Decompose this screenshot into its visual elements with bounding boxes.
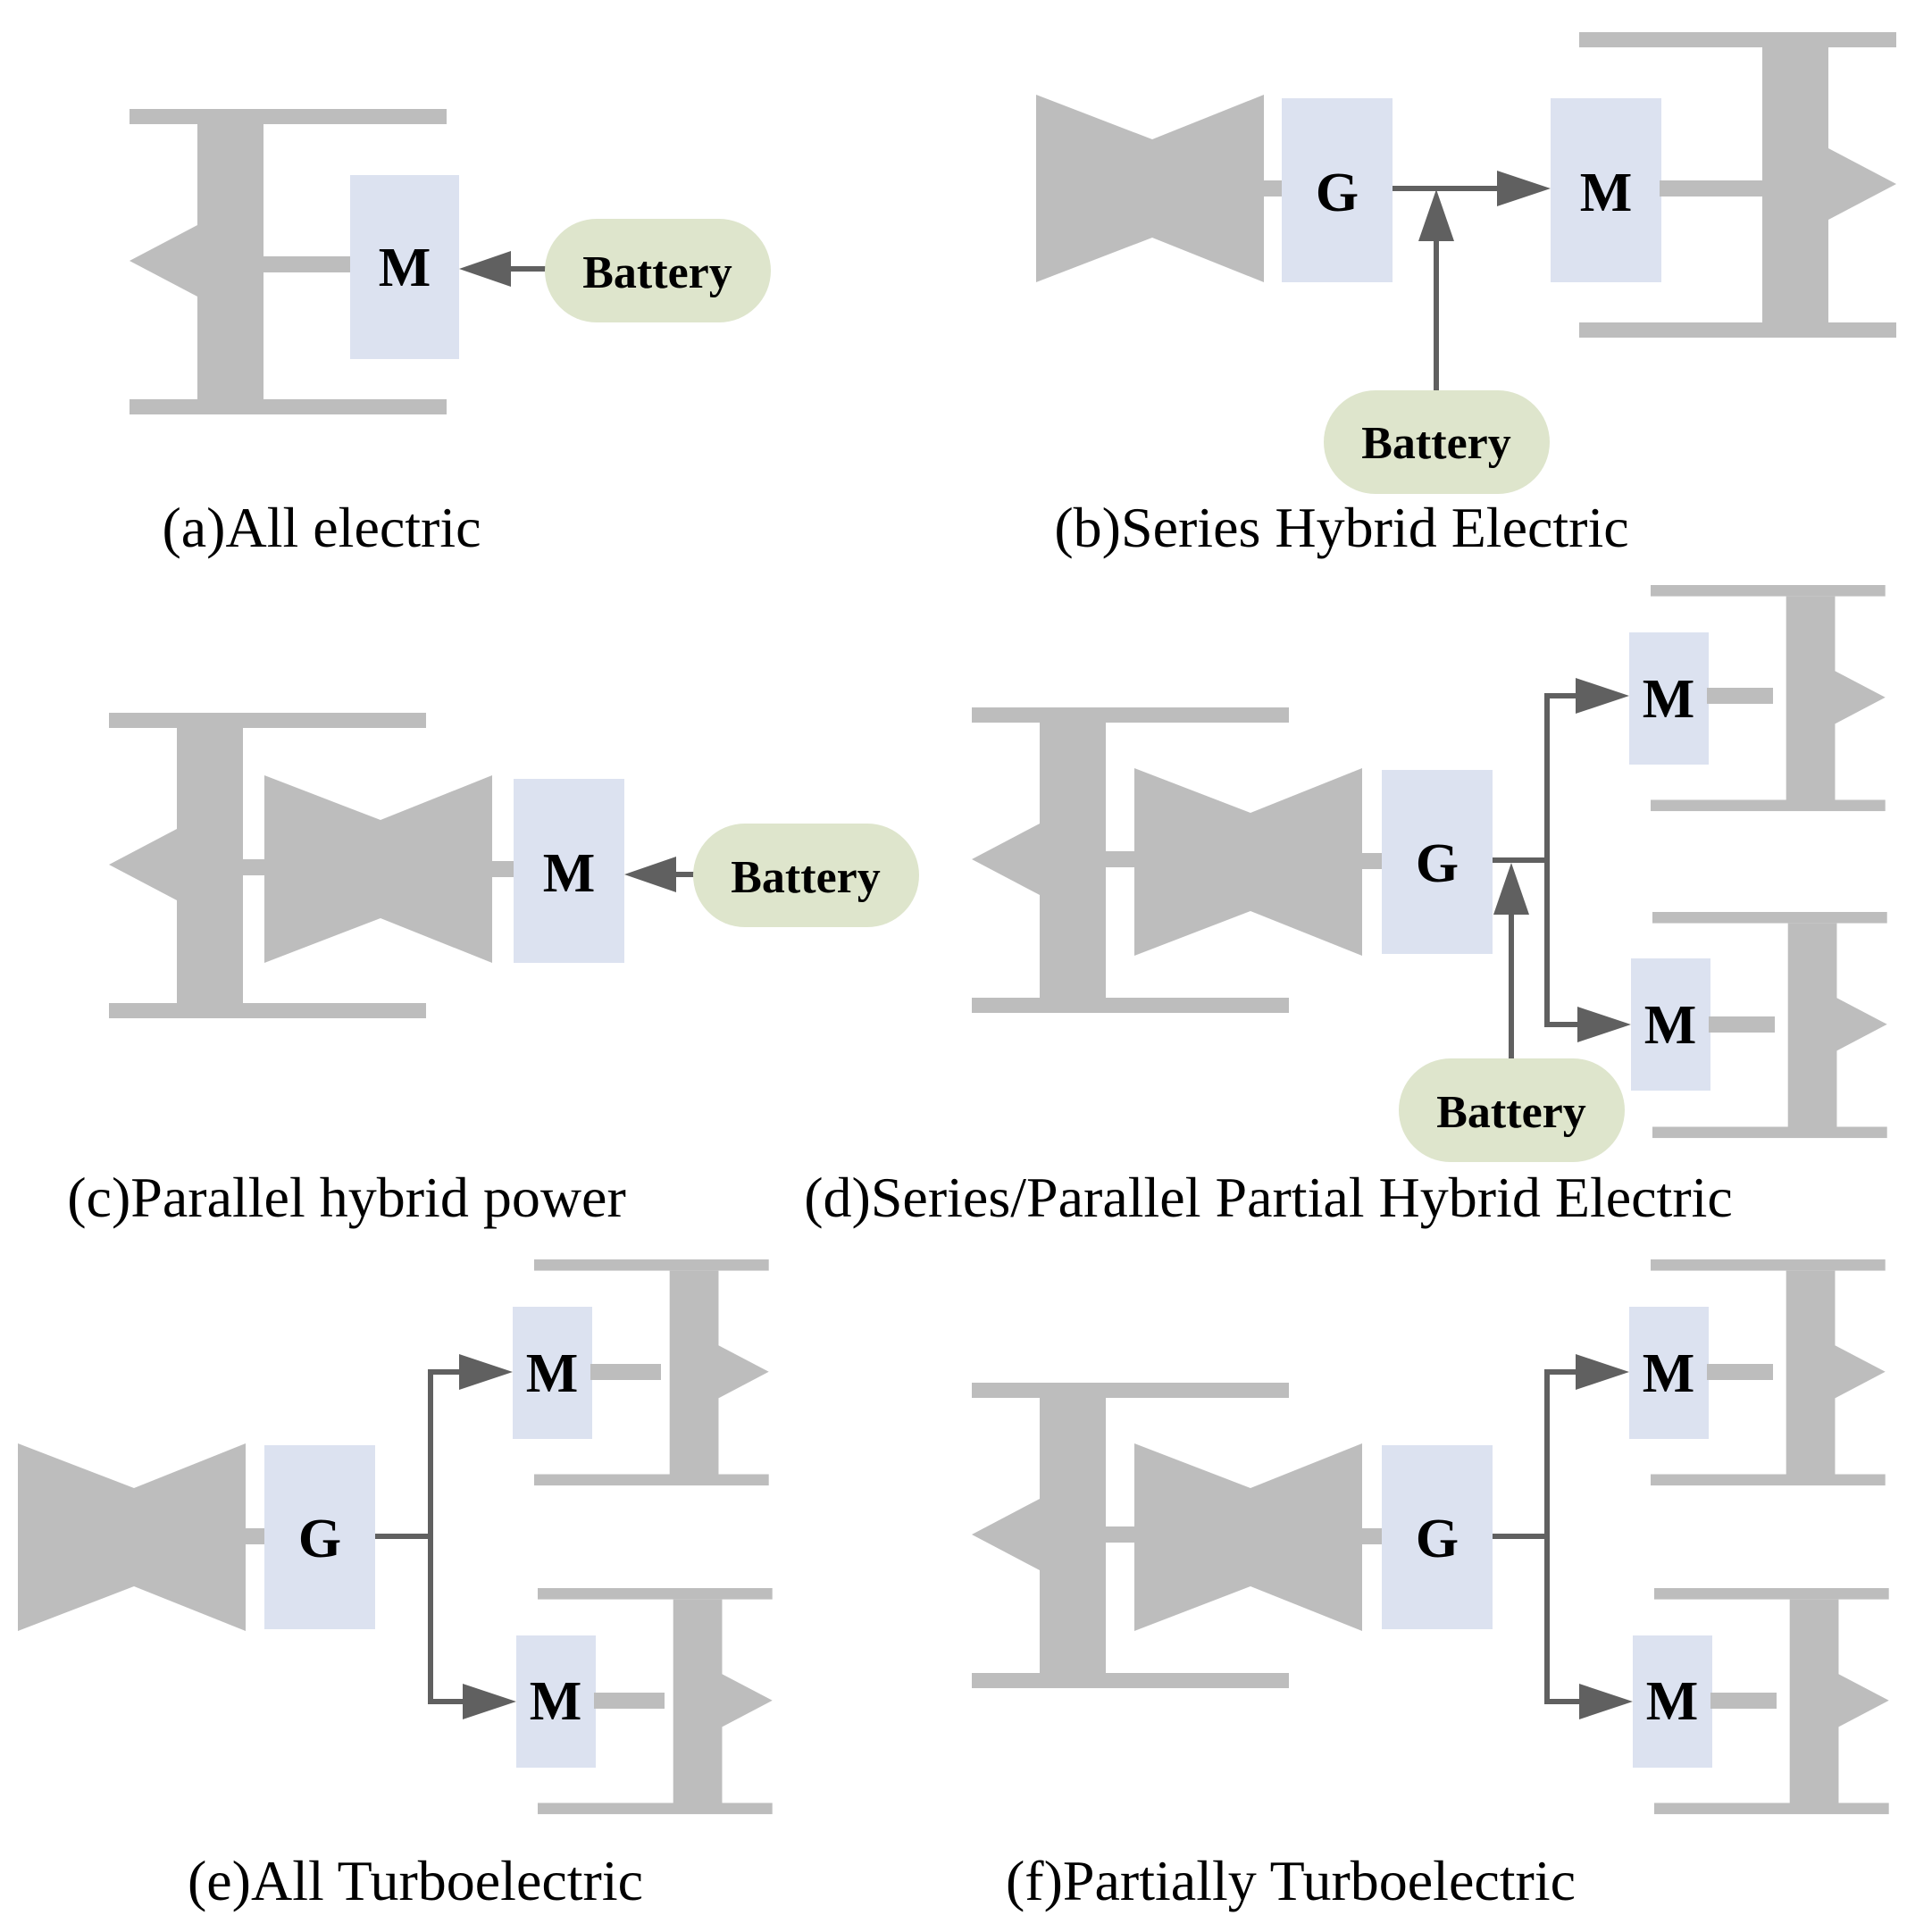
motor-label: M <box>1643 1343 1695 1404</box>
caption-e: (e)All Turboelectric <box>188 1849 643 1912</box>
motor-label: M <box>543 843 596 904</box>
motor-box-bottom <box>516 1635 596 1768</box>
turbine-icon <box>1134 768 1362 956</box>
battery-box <box>1324 390 1550 494</box>
panel-d-series-parallel-partial-hybrid: G M M Battery (d)Series/Parallel Partial… <box>804 585 1887 1229</box>
motor-label: M <box>1646 1671 1699 1732</box>
battery-label: Battery <box>731 852 880 903</box>
generator-label: G <box>1416 833 1459 894</box>
power-wire <box>1544 860 1581 1027</box>
power-wire <box>1544 1536 1581 1704</box>
caption-f: (f)Partially Turboelectric <box>1006 1849 1576 1912</box>
generator-label: G <box>298 1509 341 1569</box>
power-wire <box>1493 693 1579 863</box>
arrow-icon <box>1493 863 1529 915</box>
power-wire <box>428 1536 464 1704</box>
generator-box <box>1282 98 1393 282</box>
caption-b: (b)Series Hybrid Electric <box>1054 496 1628 559</box>
generator-box <box>264 1445 375 1629</box>
battery-box <box>693 824 919 927</box>
motor-label: M <box>1644 995 1697 1056</box>
caption-c: (c)Parallel hybrid power <box>67 1166 626 1229</box>
caption-d: (d)Series/Parallel Partial Hybrid Electr… <box>804 1166 1733 1229</box>
panel-a-all-electric: M Battery (a)All electric <box>130 109 771 559</box>
arrow-icon <box>1577 1007 1631 1042</box>
generator-label: G <box>1316 163 1359 223</box>
power-wire <box>375 1369 461 1539</box>
motor-label: M <box>1643 669 1695 730</box>
caption-a: (a)All electric <box>162 496 481 559</box>
motor-box-bottom <box>1631 958 1710 1091</box>
motor-box <box>350 175 459 359</box>
generator-label: G <box>1416 1509 1459 1569</box>
generator-box <box>1382 770 1493 954</box>
arrow-icon <box>459 251 511 287</box>
panel-e-all-turboelectric: G M M (e)All Turboelectric <box>18 1259 773 1912</box>
arrow-icon <box>1576 678 1629 714</box>
battery-label: Battery <box>582 247 732 298</box>
turbine-icon <box>1036 95 1264 282</box>
power-wire <box>1493 1369 1577 1539</box>
motor-box-top <box>1629 632 1709 765</box>
battery-label: Battery <box>1436 1087 1585 1138</box>
motor-label: M <box>530 1671 582 1732</box>
panel-c-parallel-hybrid: M Battery (c)Parallel hybrid power <box>67 713 919 1229</box>
motor-label: M <box>379 238 431 298</box>
battery-label: Battery <box>1361 418 1510 469</box>
turbine-icon <box>18 1443 246 1631</box>
turbine-icon <box>264 775 492 963</box>
motor-box-bottom <box>1633 1635 1712 1768</box>
panel-b-series-hybrid: G M Battery (b)Series Hybrid Electric <box>1036 32 1896 559</box>
battery-box <box>545 219 771 322</box>
motor-label: M <box>526 1343 579 1404</box>
motor-box-top <box>513 1307 592 1439</box>
turbine-icon <box>1134 1443 1362 1631</box>
motor-box-top <box>1629 1307 1709 1439</box>
arrow-icon <box>463 1684 516 1719</box>
generator-box <box>1382 1445 1493 1629</box>
arrow-icon <box>1576 1354 1629 1390</box>
arrow-icon <box>624 857 676 892</box>
arrow-icon <box>1579 1684 1633 1719</box>
arrow-icon <box>1497 171 1551 206</box>
battery-box <box>1399 1058 1625 1162</box>
motor-box <box>514 779 624 963</box>
arrow-icon <box>1418 189 1454 241</box>
motor-box <box>1551 98 1661 282</box>
panel-f-partially-turboelectric: G M M (f)Partially Turboelectric <box>972 1259 1889 1912</box>
motor-label: M <box>1580 163 1633 223</box>
arrow-icon <box>459 1354 513 1390</box>
